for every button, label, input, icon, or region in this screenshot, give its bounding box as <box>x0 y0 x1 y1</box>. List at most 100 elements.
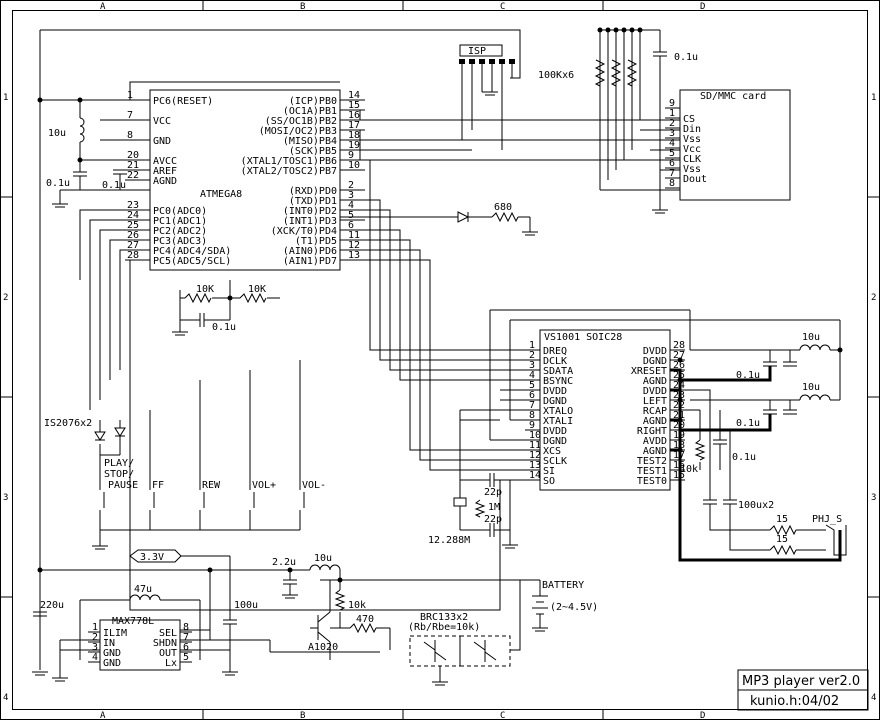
sd-pin-num: 1 <box>669 108 675 119</box>
col-label-d: D <box>700 2 705 12</box>
mcu-pin-num: 22 <box>127 170 139 181</box>
max778l-body <box>99 619 181 671</box>
mcu-pin-num: 15 <box>348 100 360 111</box>
max778l-pin-num: 1 <box>92 622 98 633</box>
transistor-label: A1020 <box>308 642 338 653</box>
col-label-c-bottom: C <box>500 711 505 720</box>
vs1001-pin-num: 8 <box>529 410 535 421</box>
max778l-pin-num: 3 <box>92 642 98 653</box>
mcu-pin-num: 3 <box>348 190 354 201</box>
mcu-pin-num: 2 <box>348 180 354 191</box>
mcu-pin-num: 10 <box>348 160 360 171</box>
col-label-d-bottom: D <box>700 711 705 720</box>
mcu-pin-num: 14 <box>348 90 360 101</box>
atmega8-chip: ATMEGA8 1PC6(RESET)7VCC8GND20AVCC21AREF2… <box>125 89 365 271</box>
mcu-pin-num: 24 <box>127 210 139 221</box>
mcu-pin-num: 25 <box>127 220 139 231</box>
switch-play <box>99 444 105 540</box>
battery-label: BATTERY <box>542 580 584 591</box>
mcu-pin-name: (MOSI/OC2)PB3 <box>259 126 337 137</box>
resistor-10k-power-label: 10k <box>348 600 366 611</box>
vs1001-left-pins: 1DREQ2DCLK3SDATA4BSYNC5DVDD6DGND7XTALO8X… <box>525 340 573 487</box>
max778l-pin-name: ILIM <box>103 628 127 639</box>
sd-pin-num: 7 <box>669 168 675 179</box>
diode-1-icon <box>94 431 106 441</box>
mcu-pin-num: 26 <box>127 230 139 241</box>
inductor-47u <box>129 594 161 601</box>
max778l-pin-num: 5 <box>183 652 189 663</box>
mcu-pin-name: VCC <box>153 116 171 127</box>
mcu-pin-name: (XCK/T0)PD4 <box>271 226 337 237</box>
sd-pin-num: 3 <box>669 128 675 139</box>
vs1001-pin-name: TEST0 <box>637 476 667 487</box>
mcu-pin-name: (MISO)PB4 <box>283 136 337 147</box>
resistor-network: 100Kx6 <box>538 27 643 190</box>
mcu-pin-name: (SS/OC1B)PB2 <box>265 116 337 127</box>
vs1001-pin-num: 5 <box>529 380 535 391</box>
row-label-3-right: 3 <box>871 493 876 503</box>
vs1001-pin-name: AGND <box>643 416 667 427</box>
cap-220u-label: 220u <box>40 600 64 611</box>
net-label-3v3-text: 3.3V <box>140 552 164 563</box>
btn-volp-label: VOL+ <box>252 480 276 491</box>
btn-ff-label: FF <box>152 480 164 491</box>
vs1001-pin-name: DGND <box>543 396 567 407</box>
mcu-pin-num: 17 <box>348 120 360 131</box>
isp-label: ISP <box>468 46 486 57</box>
max778l-pin-num: 8 <box>183 622 189 633</box>
cap-22p-b-label: 22p <box>484 514 502 525</box>
vs1001-pin-num: 3 <box>529 360 535 371</box>
max778l-pin-name: Lx <box>165 658 177 669</box>
btn-play-label-1: PLAY/ <box>104 458 134 469</box>
mcu-pin-num: 7 <box>127 110 133 121</box>
inductor-10u-power <box>309 564 341 571</box>
mcu-pin-num: 9 <box>348 150 354 161</box>
max778l-pin-num: 2 <box>92 632 98 643</box>
cap-a1-label: 0.1u <box>736 370 760 381</box>
mcu-pin-name: (OC1A)PB1 <box>283 106 337 117</box>
mcu-pin-name: (TXD)PD1 <box>289 196 337 207</box>
vs1001-pin-name: AGND <box>643 376 667 387</box>
led-icon <box>457 211 470 223</box>
resistor-470-label: 470 <box>356 614 374 625</box>
mcu-pin-name: (ICP)PB0 <box>289 96 337 107</box>
atmega8-name: ATMEGA8 <box>200 189 242 200</box>
atmega8-right-pins: 14 (ICP)PB0 15 (OC1A)PB1 16 (SS/OC1B)PB2 17 (MO… <box>241 90 365 267</box>
mcu-pin-num: 28 <box>127 250 139 261</box>
col-label-a: A <box>100 2 106 12</box>
vs1001-name: VS1001 SOIC28 <box>544 332 622 343</box>
max778l-pin-num: 4 <box>92 652 98 663</box>
max778l-pin-name: GND <box>103 658 121 669</box>
vs1001-pin-name: XTALI <box>543 416 573 427</box>
brc-label: BRC133x2 <box>420 612 468 623</box>
vs1001-pin-name: DVDD <box>643 346 667 357</box>
cap-rcap-label: 0.1u <box>732 452 756 463</box>
crystal-icon <box>453 497 467 507</box>
resistor-10k-power <box>334 589 346 611</box>
cap-sd-label: 0.1u <box>674 52 698 63</box>
vs1001-pin-num: 27 <box>673 350 685 361</box>
mcu-pin-name: (XTAL2/TOSC2)PB7 <box>241 166 337 177</box>
cap-22p-a-label: 22p <box>484 487 502 498</box>
mcu-pin-num: 23 <box>127 200 139 211</box>
cap-a2-label: 0.1u <box>736 418 760 429</box>
max778l-name: MAX778L <box>112 616 154 627</box>
vs1001-body <box>539 329 671 491</box>
col-label-b: B <box>300 2 305 12</box>
mcu-pin-num: 13 <box>348 250 360 261</box>
sd-pin-num: 5 <box>669 148 675 159</box>
vs1001-pin-num: 10 <box>529 430 541 441</box>
vs1001-pin-name: XRESET <box>631 366 667 377</box>
resistor-1m <box>474 499 486 518</box>
vs1001-pin-name: BSYNC <box>543 376 573 387</box>
wire-clk <box>340 149 680 161</box>
resistor-out1-label: 15 <box>776 514 788 525</box>
mcu-pin-num: 16 <box>348 110 360 121</box>
brc-1-icon <box>409 635 461 667</box>
phone-jack-label: PHJ_S <box>812 514 842 525</box>
cap-22u-label: 2.2u <box>272 557 296 568</box>
phone-jack-icon <box>825 524 847 556</box>
mcu-pin-name: PC4(ADC4/SDA) <box>153 246 231 257</box>
max778l-pin-name: OUT <box>159 648 177 659</box>
